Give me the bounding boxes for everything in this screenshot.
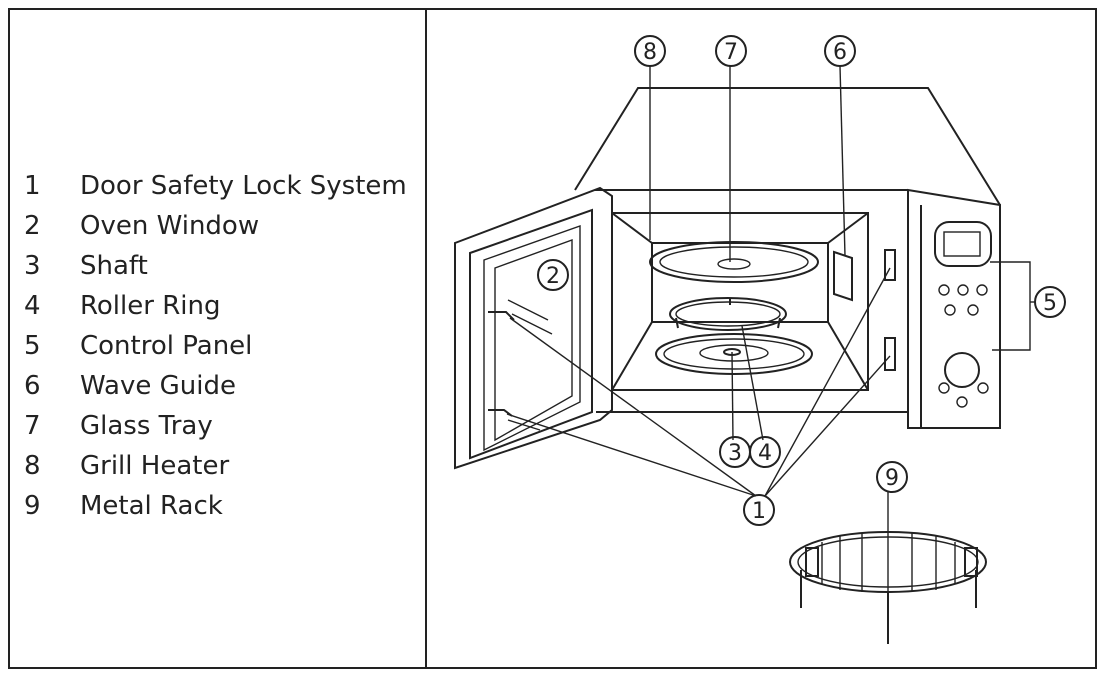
- callout-label: 8: [643, 40, 657, 65]
- legend-item: 6 Wave Guide: [24, 366, 407, 406]
- callout-label: 3: [728, 441, 742, 466]
- microwave-drawing: 1 2 3 4 5 6 7 8 9: [454, 35, 1066, 644]
- legend-number: 1: [24, 171, 41, 201]
- lock-slot-lower: [884, 337, 896, 371]
- legend-label: Roller Ring: [80, 291, 221, 321]
- callout-6: 6: [824, 35, 856, 67]
- parts-legend: 1 Door Safety Lock System 2 Oven Window 3 S…: [24, 166, 407, 526]
- cabinet: [574, 87, 1001, 429]
- legend-item: 8 Grill Heater: [24, 446, 407, 486]
- legend-item: 7 Glass Tray: [24, 406, 407, 446]
- legend-number: 8: [24, 451, 41, 481]
- legend-number: 4: [24, 291, 41, 321]
- callout-label: 6: [833, 40, 847, 65]
- legend-label: Shaft: [80, 251, 148, 281]
- legend-label: Grill Heater: [80, 451, 230, 481]
- control-panel: [934, 221, 992, 408]
- column-divider: [425, 8, 427, 669]
- callout-label: 1: [752, 499, 766, 524]
- callout-7: 7: [715, 35, 747, 67]
- legend-item: 4 Roller Ring: [24, 286, 407, 326]
- wave-guide-plate: [833, 250, 853, 302]
- callout-label: 4: [758, 441, 772, 466]
- legend-number: 5: [24, 331, 41, 361]
- legend-item: 9 Metal Rack: [24, 486, 407, 526]
- callout-label: 7: [724, 40, 738, 65]
- legend-label: Glass Tray: [80, 411, 213, 441]
- legend-label: Metal Rack: [80, 491, 223, 521]
- legend-label: Oven Window: [80, 211, 260, 241]
- leader-lines: [506, 65, 1036, 532]
- callout-1: 1: [743, 494, 775, 526]
- diagram-frame: [8, 8, 1097, 669]
- callout-9: 9: [876, 461, 908, 493]
- callout-label: 2: [546, 264, 560, 289]
- callout-label: 5: [1043, 291, 1057, 316]
- glass-tray: [649, 241, 819, 283]
- callout-8: 8: [634, 35, 666, 67]
- callout-label: 9: [885, 466, 899, 491]
- legend-item: 3 Shaft: [24, 246, 407, 286]
- legend-number: 3: [24, 251, 41, 281]
- legend-number: 9: [24, 491, 41, 521]
- callout-2: 2: [537, 259, 569, 291]
- microwave-diagram: 1 2 3 4 5 6 7 8 9: [427, 10, 1097, 669]
- legend-number: 2: [24, 211, 41, 241]
- legend-number: 6: [24, 371, 41, 401]
- callout-4: 4: [749, 436, 781, 468]
- callout-5: 5: [1034, 286, 1066, 318]
- turntable-base: [655, 333, 813, 375]
- legend-item: 2 Oven Window: [24, 206, 407, 246]
- legend-number: 7: [24, 411, 41, 441]
- roller-ring: [669, 297, 787, 331]
- callout-3: 3: [719, 436, 751, 468]
- legend-label: Door Safety Lock System: [80, 171, 407, 201]
- door: [454, 186, 613, 470]
- lock-slot-upper: [884, 249, 896, 281]
- metal-rack: [789, 531, 987, 644]
- legend-label: Control Panel: [80, 331, 253, 361]
- legend-label: Wave Guide: [80, 371, 236, 401]
- legend-item: 5 Control Panel: [24, 326, 407, 366]
- legend-item: 1 Door Safety Lock System: [24, 166, 407, 206]
